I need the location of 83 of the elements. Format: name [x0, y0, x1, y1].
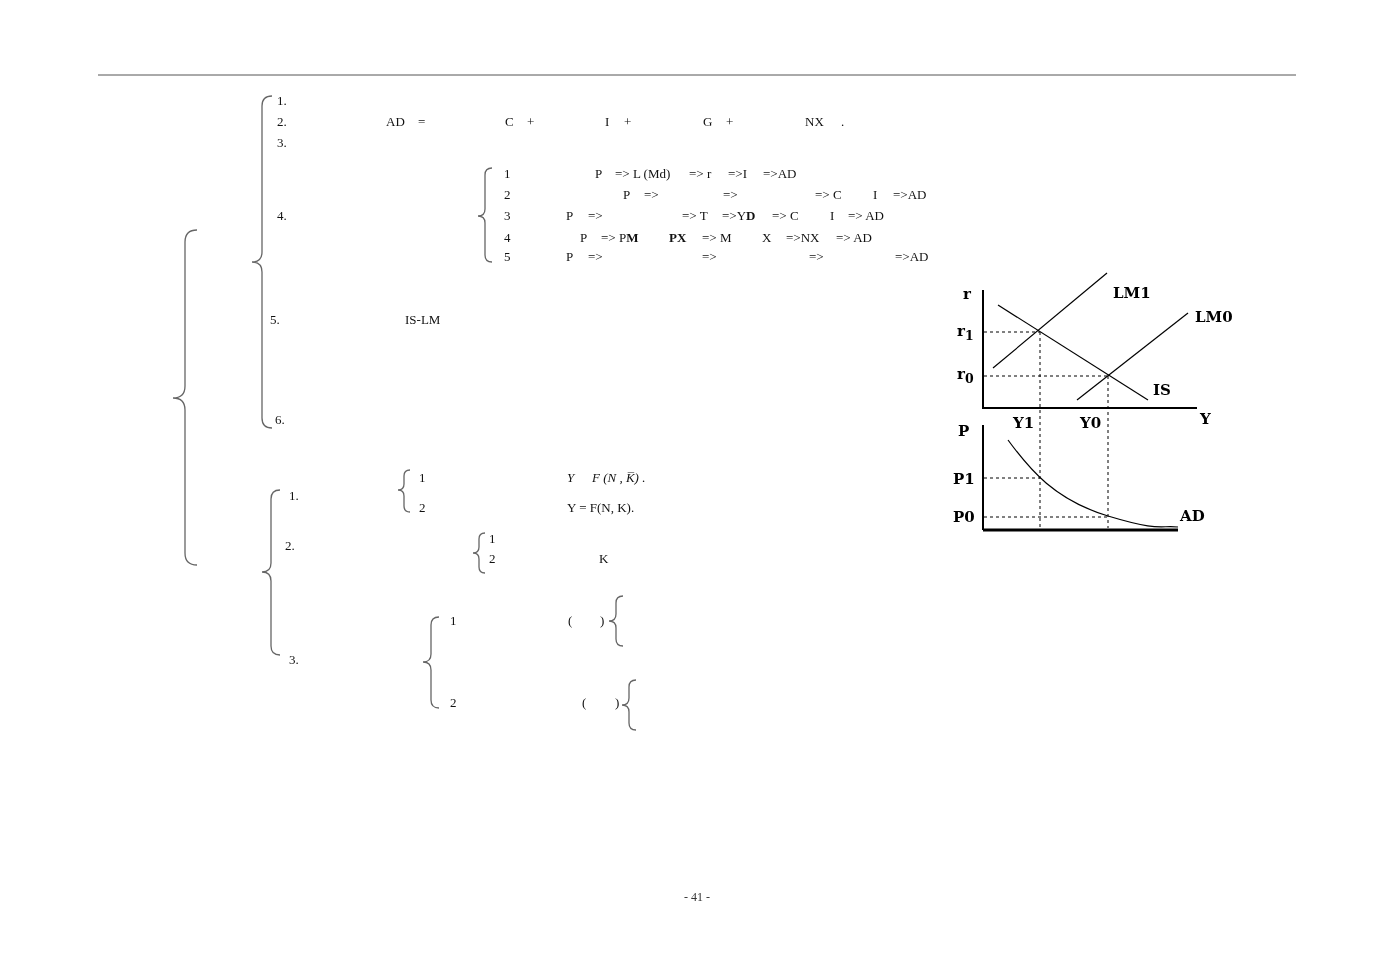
axis-label: Y — [1200, 410, 1211, 428]
formula-text: =>NX — [786, 230, 820, 246]
outline-number: 2 — [504, 187, 511, 203]
formula-text: Y = F(N, K). — [567, 500, 635, 516]
axis-label: r — [963, 285, 971, 303]
formula-text: =>I — [728, 166, 747, 182]
formula-text: G — [703, 114, 713, 130]
formula-text: = — [418, 114, 426, 130]
page-number: - 41 - — [684, 891, 710, 905]
curve-label: AD — [1180, 507, 1205, 525]
formula-text: => — [809, 249, 824, 265]
curve-label: LM0 — [1195, 308, 1233, 326]
formula-text: . — [841, 114, 845, 130]
axis-tick-label: r$_{0}$ — [957, 366, 974, 386]
formula-text: I — [873, 187, 878, 203]
formula-text: PX — [669, 230, 687, 246]
formula-text: => — [644, 187, 659, 203]
curve-label: LM1 — [1113, 284, 1151, 302]
formula-text: => AD — [848, 208, 884, 224]
formula-text: C — [505, 114, 514, 130]
formula-text: => M — [702, 230, 732, 246]
axis-label: P — [958, 422, 970, 440]
formula-text: K — [599, 551, 609, 567]
outline-number: 2. — [285, 538, 295, 554]
formula-text: => C — [815, 187, 842, 203]
formula-text: =>AD — [763, 166, 797, 182]
outline-number: 1. — [277, 93, 287, 109]
formula-text: + — [624, 114, 632, 130]
formula-text: P — [566, 208, 574, 224]
outline-number: 2 — [419, 500, 426, 516]
outline-number: 3. — [277, 135, 287, 151]
formula-text: + — [527, 114, 535, 130]
formula-text: AD — [386, 114, 405, 130]
formula-text: I — [605, 114, 610, 130]
axis-tick-label: Y1 — [1013, 414, 1035, 432]
outline-number: 1. — [289, 488, 299, 504]
formula-text: => r — [689, 166, 712, 182]
axis-tick-label: P1 — [953, 470, 975, 488]
outline-number: 3. — [289, 652, 299, 668]
outline-number: 5. — [270, 312, 280, 328]
formula-text: ) — [600, 613, 605, 629]
outline-number: 4 — [504, 230, 511, 246]
term-text: IS-LM — [405, 312, 441, 328]
formula-text: => L (Md) — [615, 166, 671, 182]
formula-text: =>YD — [722, 208, 756, 224]
formula-text: => C — [772, 208, 799, 224]
formula-text: NX — [805, 114, 824, 130]
formula-text: => AD — [836, 230, 872, 246]
outline-number: 2 — [450, 695, 457, 711]
formula-text: P — [623, 187, 631, 203]
formula-text: ) — [615, 695, 620, 711]
formula-text: P — [566, 249, 574, 265]
formula-text: + — [726, 114, 734, 130]
outline-number: 1 — [504, 166, 511, 182]
curve-label: IS — [1153, 381, 1171, 399]
formula-text: => — [723, 187, 738, 203]
outline-number: 5 — [504, 249, 511, 265]
formula-text: => — [702, 249, 717, 265]
formula-text: P — [595, 166, 603, 182]
formula-text: Y — [567, 470, 575, 486]
outline-number: 3 — [504, 208, 511, 224]
outline-number: 6. — [275, 412, 285, 428]
formula-text: ( — [582, 695, 587, 711]
formula-text: => PM — [601, 230, 639, 246]
formula-text: F (N , K̅) . — [592, 470, 646, 486]
outline-number: 2. — [277, 114, 287, 130]
formula-text: ( — [568, 613, 573, 629]
axis-tick-label: Y0 — [1080, 414, 1102, 432]
formula-text: I — [830, 208, 835, 224]
outline-number: 2 — [489, 551, 496, 567]
formula-text: =>AD — [895, 249, 929, 265]
axis-tick-label: r$_{1}$ — [957, 323, 974, 343]
formula-text: X — [762, 230, 772, 246]
outline-number: 1 — [419, 470, 426, 486]
formula-text: => — [588, 208, 603, 224]
outline-number: 1 — [489, 531, 496, 547]
outline-number: 1 — [450, 613, 457, 629]
outline-number: 4. — [277, 208, 287, 224]
formula-text: =>AD — [893, 187, 927, 203]
formula-text: P — [580, 230, 588, 246]
formula-text: => T — [682, 208, 708, 224]
formula-text: => — [588, 249, 603, 265]
axis-tick-label: P0 — [953, 508, 975, 526]
